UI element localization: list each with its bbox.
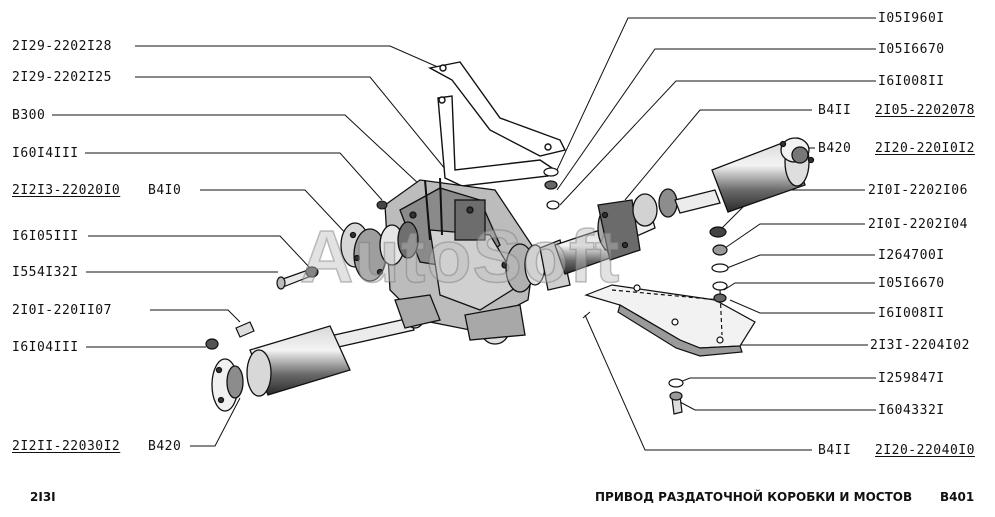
leader-r12 — [679, 377, 876, 383]
label-16043321: I604332I — [878, 403, 945, 418]
footer-title: ПРИВОД РАЗДАТОЧНОЙ КОРОБКИ И МОСТОВ — [595, 490, 913, 504]
leader-r8 — [726, 254, 875, 269]
label-2131-2204102: 2I3I-2204I02 — [870, 338, 970, 353]
watermark: AutoSoft — [299, 214, 621, 299]
rear-tube — [674, 137, 815, 214]
label-16100811-top: I6I008II — [878, 74, 945, 89]
support-bracket — [427, 61, 567, 187]
label-b420-left: B420 — [148, 439, 182, 454]
leader-r7 — [724, 223, 865, 249]
leader-r2 — [556, 48, 876, 191]
label-12647001: I264700I — [878, 248, 945, 263]
leader-lines-left — [52, 45, 451, 447]
footer-code: B401 — [940, 490, 975, 504]
label-2101-2202104: 2I0I-2202I04 — [868, 217, 968, 232]
label-2105-2202078: 2I05-2202078 — [875, 103, 975, 118]
leader-r10 — [729, 299, 875, 314]
leader-lines-right — [556, 17, 876, 451]
label-2120-2204010: 2I20-22040I0 — [875, 443, 975, 458]
label-2129-2202125: 2I29-2202I25 — [12, 70, 112, 85]
label-10516670-top: I05I6670 — [878, 42, 945, 57]
label-21213-2202010: 2I2I3-22020I0 — [12, 183, 121, 198]
bolt-lower-left — [205, 321, 255, 350]
leader-l6 — [88, 235, 311, 269]
label-b300: B300 — [12, 108, 46, 123]
front-flange-coupling — [340, 221, 419, 282]
label-b411-bottom: B4II — [818, 443, 852, 458]
label-2101-2202106: 2I0I-2202I06 — [868, 183, 968, 198]
label-12598471: I259847I — [878, 371, 945, 386]
label-2129-2202128: 2I29-2202I28 — [12, 39, 112, 54]
leader-l5 — [200, 189, 351, 239]
label-b410: B4I0 — [148, 183, 182, 198]
leader-r1 — [556, 17, 876, 171]
mount-cushions — [709, 226, 729, 303]
footer-model: 2I3I — [30, 490, 56, 504]
transfer-case — [384, 177, 536, 345]
leader-l8 — [150, 309, 241, 323]
leader-l10 — [190, 397, 241, 447]
label-16104111: I6I04III — [12, 340, 79, 355]
label-16100811-mid: I6I008II — [878, 306, 945, 321]
label-21211-2203012: 2I2II-22030I2 — [12, 439, 121, 454]
leader-r14-tail — [582, 311, 591, 319]
leader-r13 — [679, 401, 876, 411]
rear-driveshaft — [554, 188, 678, 275]
front-driveshaft — [211, 294, 441, 412]
leader-r4 — [624, 109, 812, 201]
label-b420-right: B420 — [818, 141, 852, 156]
label-2120-2201012: 2I20-220I0I2 — [875, 141, 975, 156]
leader-r14 — [584, 314, 812, 451]
nut-l4 — [376, 200, 388, 210]
cross-member — [584, 284, 756, 357]
leader-l1 — [135, 45, 441, 69]
leader-l3 — [52, 114, 421, 186]
label-16105111: I6I05III — [12, 229, 79, 244]
bracket-fasteners — [543, 167, 560, 210]
leader-l2 — [135, 76, 451, 176]
label-b411-top: B4II — [818, 103, 852, 118]
leader-r9 — [723, 282, 875, 291]
leader-r3 — [559, 80, 876, 206]
lower-bolt — [668, 378, 684, 415]
label-15541321: I554I32I — [12, 265, 79, 280]
leader-l4 — [85, 152, 383, 201]
bolt-left — [276, 266, 319, 290]
label-2101-2201107: 2I0I-220II07 — [12, 303, 112, 318]
label-16014111: I60I4III — [12, 146, 79, 161]
label-10519601: I05I960I — [878, 11, 945, 26]
label-10516670-mid: I05I6670 — [878, 276, 945, 291]
